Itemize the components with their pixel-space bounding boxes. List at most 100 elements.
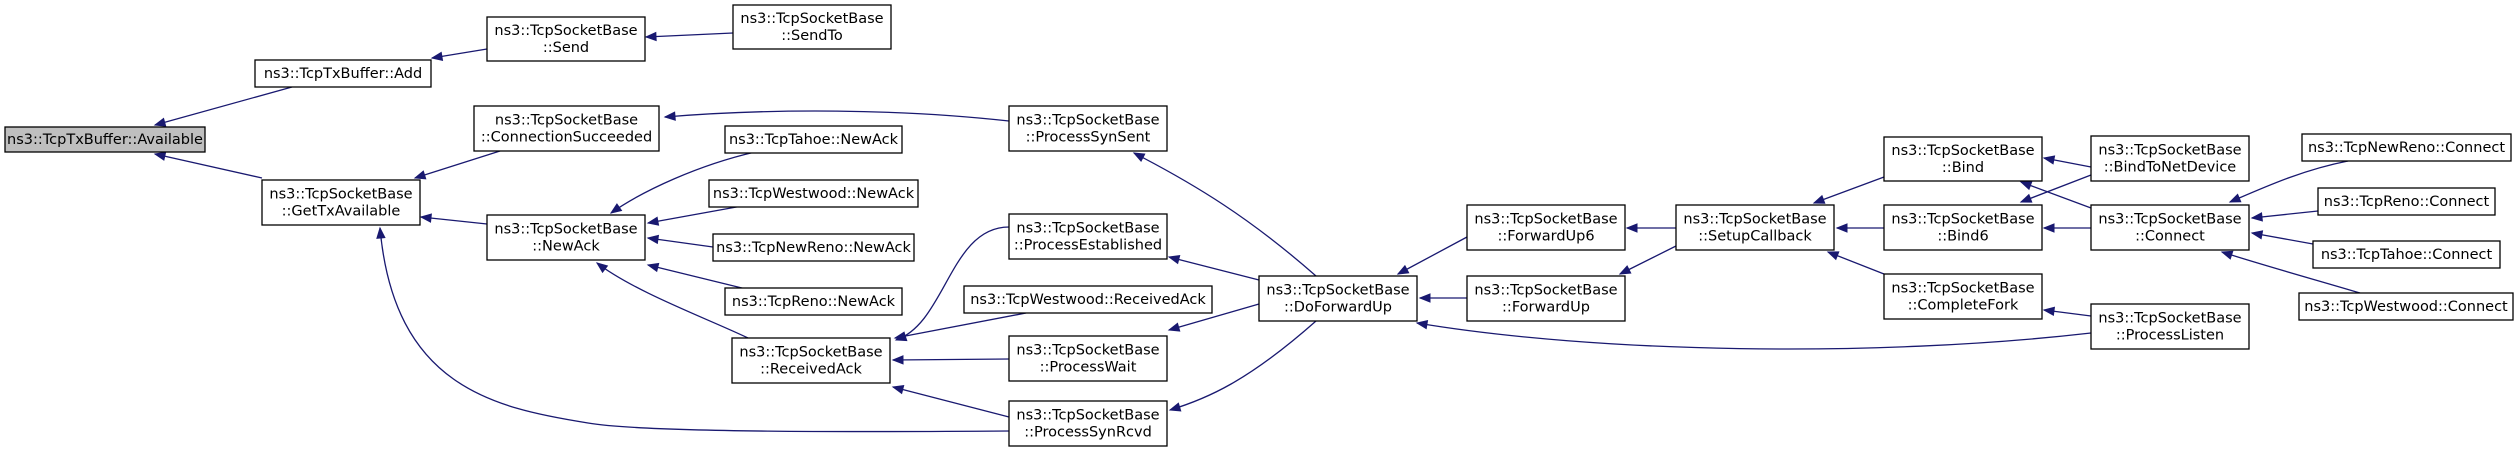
edge-line xyxy=(154,153,263,179)
node-label: ::ForwardUp6 xyxy=(1497,229,1594,245)
arrowhead xyxy=(1418,293,1431,303)
node-send[interactable]: ns3::TcpSocketBase::Send xyxy=(486,16,646,62)
node-label: ns3::TcpSocketBase xyxy=(494,23,637,39)
node-newack[interactable]: ns3::TcpSocketBase::NewAck xyxy=(486,214,646,261)
node-connsucc[interactable]: ns3::TcpSocketBase::ConnectionSucceeded xyxy=(473,105,660,152)
node-setupcb[interactable]: ns3::TcpSocketBase::SetupCallback xyxy=(1675,204,1835,251)
node-synrcvd[interactable]: ns3::TcpSocketBase::ProcessSynRcvd xyxy=(1008,400,1168,447)
node-label: ::SendTo xyxy=(781,28,843,44)
node-westwood-newack[interactable]: ns3::TcpWestwood::NewAck xyxy=(708,179,919,208)
edge-doforwardup-to-established xyxy=(1167,255,1260,281)
edge-synrcvd-to-recvack xyxy=(891,385,1010,418)
edge-wait-to-recvack xyxy=(891,355,1010,365)
node-label: ns3::TcpNewReno::NewAck xyxy=(716,240,911,256)
node-doforwardup[interactable]: ns3::TcpSocketBase::DoForwardUp xyxy=(1258,275,1418,322)
node-westwood-recvack[interactable]: ns3::TcpWestwood::ReceivedAck xyxy=(963,285,1213,314)
arrowhead xyxy=(2019,181,2033,191)
edge-connect-to-bind xyxy=(2019,181,2092,209)
node-newreno-newack[interactable]: ns3::TcpNewReno::NewAck xyxy=(712,233,915,262)
node-label: ::ProcessListen xyxy=(2116,328,2224,344)
node-box xyxy=(2090,135,2250,182)
node-add[interactable]: ns3::TcpTxBuffer::Add xyxy=(254,59,432,88)
node-tahoe-newack[interactable]: ns3::TcpTahoe::NewAck xyxy=(724,125,903,154)
arrowhead xyxy=(419,213,432,223)
node-processlisten[interactable]: ns3::TcpSocketBase::ProcessListen xyxy=(2090,303,2250,350)
node-synsent[interactable]: ns3::TcpSocketBase::ProcessSynSent xyxy=(1008,105,1168,152)
node-label: ::NewAck xyxy=(532,239,600,255)
node-sendto[interactable]: ns3::TcpSocketBase::SendTo xyxy=(732,4,892,50)
edge-doforwardup-to-synrcvd xyxy=(1168,320,1317,412)
edge-line xyxy=(647,237,714,248)
edge-gettx-to-available xyxy=(153,151,263,179)
edge-send-to-add xyxy=(430,48,488,61)
edge-processlisten-to-completefork xyxy=(2042,306,2092,317)
node-tahoe-connect[interactable]: ns3::TcpTahoe::Connect xyxy=(2312,240,2501,269)
node-wait[interactable]: ns3::TcpSocketBase::ProcessWait xyxy=(1008,335,1168,382)
node-box xyxy=(1466,275,1626,322)
nodes-layer: ns3::TcpTxBuffer::Available ns3::TcpTxBuf… xyxy=(4,4,2514,447)
edge-line xyxy=(2221,251,2361,294)
edge-reno_newack-to-newack xyxy=(646,262,747,290)
edge-line xyxy=(420,216,488,225)
node-available[interactable]: ns3::TcpTxBuffer::Available xyxy=(4,126,206,153)
edge-doforwardup-to-wait xyxy=(1167,303,1260,332)
node-label: ::ReceivedAck xyxy=(760,362,862,378)
edge-line xyxy=(895,226,1010,341)
arrowhead xyxy=(1168,402,1182,412)
node-label: ::DoForwardUp xyxy=(1284,300,1392,316)
edge-line xyxy=(1169,320,1317,411)
node-forwardup6[interactable]: ns3::TcpSocketBase::ForwardUp6 xyxy=(1466,204,1626,251)
node-recvack[interactable]: ns3::TcpSocketBase::ReceivedAck xyxy=(731,337,891,384)
edge-recvack-to-newack xyxy=(595,262,749,339)
node-reno-newack[interactable]: ns3::TcpReno::NewAck xyxy=(724,287,903,316)
node-bindtonet[interactable]: ns3::TcpSocketBase::BindToNetDevice xyxy=(2090,135,2250,182)
node-label: ns3::TcpWestwood::ReceivedAck xyxy=(970,292,1206,308)
arrowhead xyxy=(2228,193,2242,203)
node-reno-connect[interactable]: ns3::TcpReno::Connect xyxy=(2317,187,2496,216)
node-box xyxy=(2090,204,2250,251)
node-westwood-connect[interactable]: ns3::TcpWestwood::Connect xyxy=(2298,292,2514,321)
node-connect[interactable]: ns3::TcpSocketBase::Connect xyxy=(2090,204,2250,251)
node-box xyxy=(732,4,892,50)
edge-newreno_newack-to-newack xyxy=(646,234,714,248)
node-box xyxy=(254,59,432,88)
node-label: ns3::TcpSocketBase xyxy=(1474,283,1617,299)
node-label: ns3::TcpTxBuffer::Available xyxy=(7,132,203,148)
arrowhead xyxy=(1167,255,1181,265)
node-label: ::Send xyxy=(543,40,589,56)
arrowhead xyxy=(663,111,676,121)
node-bind6[interactable]: ns3::TcpSocketBase::Bind6 xyxy=(1883,204,2043,251)
node-label: ns3::TcpTahoe::Connect xyxy=(2321,247,2493,263)
node-gettx[interactable]: ns3::TcpSocketBase::GetTxAvailable xyxy=(261,179,421,226)
node-established[interactable]: ns3::TcpSocketBase::ProcessEstablished xyxy=(1008,213,1168,260)
node-box xyxy=(486,214,646,261)
arrowhead xyxy=(413,170,427,180)
arrowhead xyxy=(646,262,660,273)
node-label: ::CompleteFork xyxy=(1908,298,2019,314)
edge-line xyxy=(1133,152,1317,277)
node-completefork[interactable]: ns3::TcpSocketBase::CompleteFork xyxy=(1883,273,2043,320)
edge-line xyxy=(2020,174,2092,203)
arrowhead xyxy=(2042,223,2055,233)
edge-westwood_recvack-to-recvack xyxy=(893,312,1027,341)
edge-line xyxy=(1416,322,2092,350)
edge-line xyxy=(1168,256,1260,281)
node-label: ns3::TcpSocketBase xyxy=(1891,281,2034,297)
node-box xyxy=(1258,275,1418,322)
node-label: ::ForwardUp xyxy=(1502,300,1590,316)
node-forwardup[interactable]: ns3::TcpSocketBase::ForwardUp xyxy=(1466,275,1626,322)
node-box xyxy=(1883,273,2043,320)
node-label: ns3::TcpSocketBase xyxy=(1266,283,1409,299)
node-newreno-connect[interactable]: ns3::TcpNewReno::Connect xyxy=(2301,133,2512,162)
node-label: ns3::TcpSocketBase xyxy=(2098,212,2241,228)
node-bind[interactable]: ns3::TcpSocketBase::Bind xyxy=(1883,136,2043,182)
node-label: ns3::TcpSocketBase xyxy=(1016,113,1159,129)
node-box xyxy=(261,179,421,226)
edge-bindtonet-to-bind6 xyxy=(2019,174,2092,203)
arrowhead xyxy=(609,203,623,214)
edge-setupcb-to-forwardup6 xyxy=(1625,223,1676,233)
node-label: ::ProcessWait xyxy=(1040,360,1137,376)
node-label: ns3::TcpTxBuffer::Add xyxy=(264,66,422,82)
node-box xyxy=(473,105,660,152)
node-box xyxy=(1883,136,2043,182)
